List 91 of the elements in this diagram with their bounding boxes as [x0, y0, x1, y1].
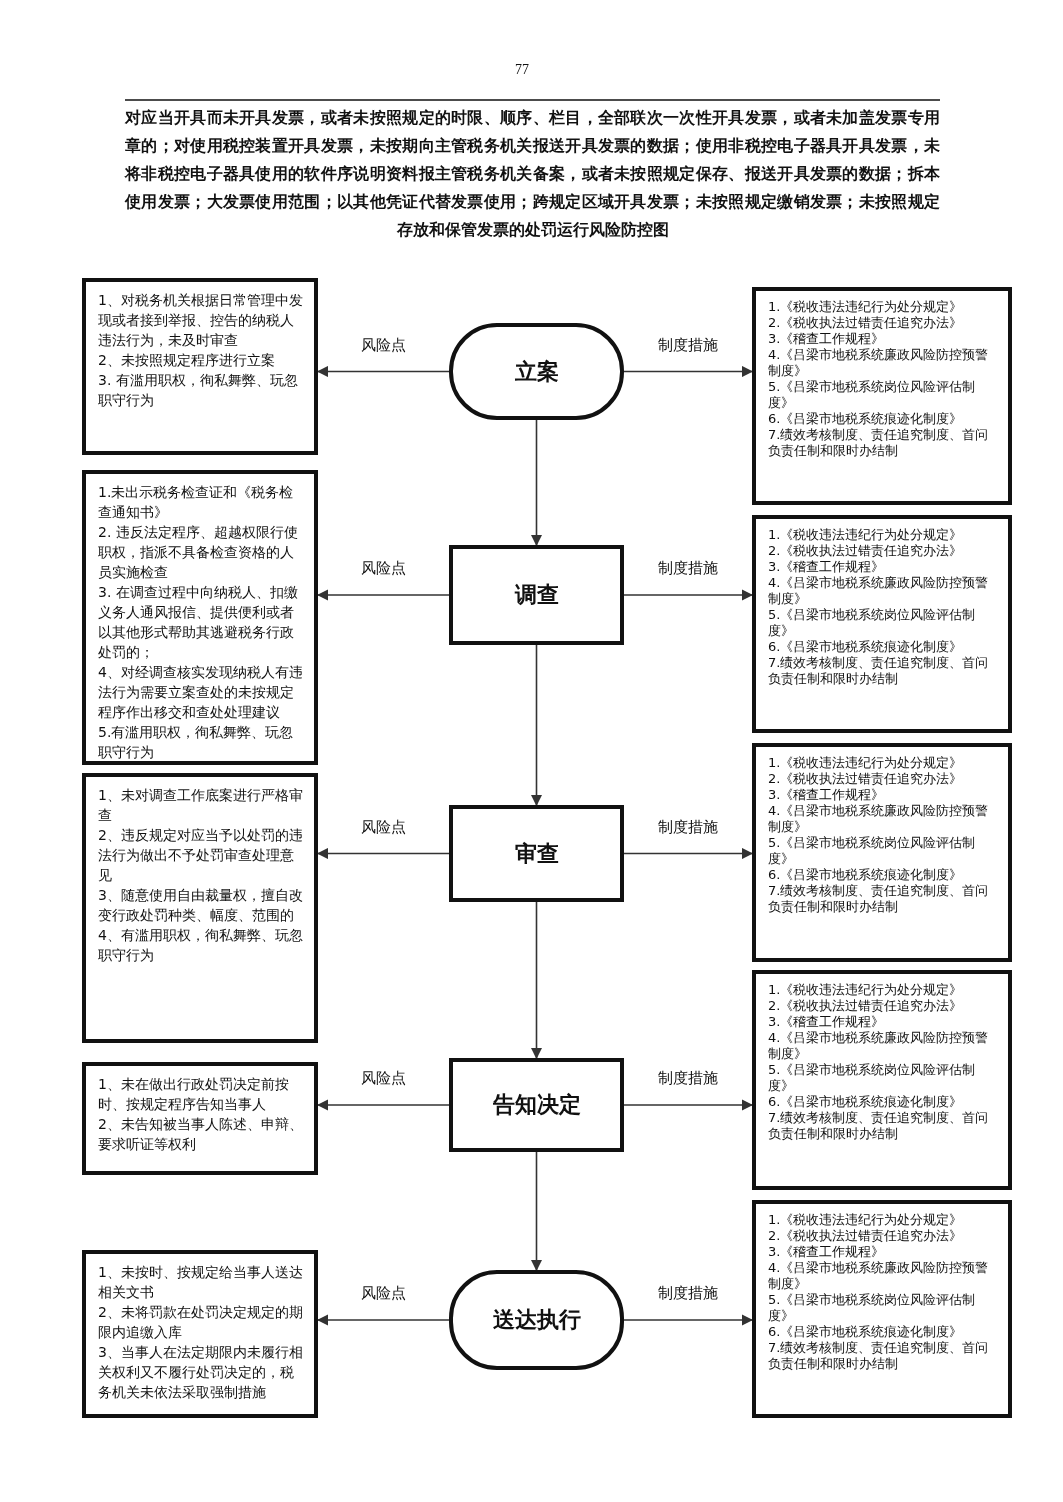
list-item: 7.绩效考核制度、责任追究制度、首问负责任制和限时办结制	[768, 1110, 990, 1142]
measures-box	[752, 1200, 1012, 1418]
risk-point-box	[82, 278, 318, 455]
list-item: 4.《吕梁市地税系统廉政风险防控预警制度》	[768, 803, 990, 835]
list-item: 5.有滥用职权，徇私舞弊、玩忽职守行为	[98, 723, 295, 762]
list-item: 4.《吕梁市地税系统廉政风险防控预警制度》	[768, 1030, 990, 1062]
measures-box	[752, 515, 1012, 733]
process-box	[449, 545, 624, 645]
list-item: 1.《税收违法违纪行为处分规定》	[768, 982, 964, 998]
list-item: 6.《吕梁市地税系统痕迹化制度》	[768, 411, 964, 427]
list-item: 2.《税收执法过错责任追究办法》	[768, 771, 964, 787]
list-item: 3. 有滥用职权，徇私舞弊、玩忽职守行为	[98, 371, 299, 410]
list-item: 7.绩效考核制度、责任追究制度、首问负责任制和限时办结制	[768, 427, 990, 459]
list-item: 1.未出示税务检查证和《税务检查通知书》	[98, 483, 295, 522]
list-item: 2、违反规定对应当予以处罚的违法行为做出不予处罚审查处理意见	[98, 826, 304, 885]
step-label: 告知决定	[492, 1091, 581, 1119]
arrow	[623, 847, 754, 860]
list-item: 1.《税收违法违纪行为处分规定》	[768, 1212, 964, 1228]
arrow	[530, 644, 543, 807]
edge-label: 风险点	[359, 1069, 408, 1088]
list-item: 7.绩效考核制度、责任追究制度、首问负责任制和限时办结制	[768, 655, 990, 687]
list-item: 7.绩效考核制度、责任追究制度、首问负责任制和限时办结制	[768, 1340, 990, 1372]
edge-label: 制度措施	[656, 559, 720, 578]
list-item: 3. 在调查过程中向纳税人、扣缴义务人通风报信、提供便利或者以其他形式帮助其逃避税务行政处罚的；	[98, 583, 299, 662]
arrow	[623, 365, 754, 378]
list-item: 5.《吕梁市地税系统岗位风险评估制度》	[768, 607, 977, 639]
process-box	[449, 805, 624, 902]
list-item: 7.绩效考核制度、责任追究制度、首问负责任制和限时办结制	[768, 883, 990, 915]
list-item: 4.《吕梁市地税系统廉政风险防控预警制度》	[768, 347, 990, 379]
arrow	[623, 589, 754, 601]
edge-label: 制度措施	[656, 817, 720, 837]
process-box	[449, 1058, 624, 1152]
list-item: 4、对经调查核实发现纳税人有违法行为需要立案查处的未按规定程序作出移交和查处处理建议	[98, 663, 304, 722]
list-item: 1、未对调查工作底案进行严格审查	[98, 786, 304, 825]
list-item: 6.《吕梁市地税系统痕迹化制度》	[768, 639, 964, 655]
list-item: 1、对税务机关根据日常管理中发现或者接到举报、控告的纳税人违法行为，未及时审查	[98, 291, 304, 350]
list-item: 6.《吕梁市地税系统痕迹化制度》	[768, 1324, 964, 1340]
list-item: 3.《稽查工作规程》	[768, 1014, 886, 1030]
edge-label: 制度措施	[656, 335, 720, 355]
step-label: 审查	[514, 839, 559, 868]
list-item: 6.《吕梁市地税系统痕迹化制度》	[768, 1094, 964, 1110]
list-item: 5.《吕梁市地税系统岗位风险评估制度》	[768, 1062, 977, 1094]
list-item: 3.《稽查工作规程》	[768, 1244, 886, 1260]
list-item: 3.《稽查工作规程》	[768, 787, 886, 803]
step-label: 立案	[514, 357, 559, 386]
list-item: 2、未按照规定程序进行立案	[98, 351, 276, 370]
list-item: 3.《稽查工作规程》	[768, 559, 886, 575]
step-label: 调查	[514, 581, 559, 609]
list-item: 2. 违反法定程序、超越权限行使职权，指派不具备检查资格的人员实施检查	[98, 523, 299, 582]
list-item: 3、当事人在法定期限内未履行相关权利又不履行处罚决定的，税务机关未依法采取强制措施	[98, 1343, 304, 1402]
step-label: 送达执行	[492, 1306, 581, 1334]
list-item: 2、未将罚款在处罚决定规定的期限内追缴入库	[98, 1303, 304, 1342]
list-item: 2.《税收执法过错责任追究办法》	[768, 315, 964, 331]
list-item: 2.《税收执法过错责任追究办法》	[768, 1228, 964, 1244]
page-number: 77	[515, 62, 529, 78]
list-item: 3、随意使用自由裁量权，擅自改变行政处罚种类、幅度、范围的	[98, 886, 304, 925]
edge-label: 制度措施	[656, 1069, 720, 1088]
list-item: 4.《吕梁市地税系统廉政风险防控预警制度》	[768, 575, 990, 607]
list-item: 3.《稽查工作规程》	[768, 331, 886, 347]
list-item: 5.《吕梁市地税系统岗位风险评估制度》	[768, 835, 977, 867]
edge-label: 风险点	[359, 817, 408, 837]
arrow	[623, 1314, 754, 1326]
edge-label: 制度措施	[656, 1284, 720, 1303]
list-item: 2、未告知被当事人陈述、申辩、要求听证等权利	[98, 1115, 304, 1154]
list-item: 1.《税收违法违纪行为处分规定》	[768, 299, 964, 315]
risk-point-box	[82, 1062, 318, 1175]
list-item: 4.《吕梁市地税系统廉政风险防控预警制度》	[768, 1260, 990, 1292]
list-item: 2.《税收执法过错责任追究办法》	[768, 998, 964, 1014]
list-item: 6.《吕梁市地税系统痕迹化制度》	[768, 867, 964, 883]
list-item: 1、未在做出行政处罚决定前按时、按规定程序告知当事人	[98, 1075, 290, 1114]
measures-box	[752, 970, 1012, 1190]
list-item: 1.《税收违法违纪行为处分规定》	[768, 755, 964, 771]
measures-box	[752, 287, 1012, 505]
list-item: 5.《吕梁市地税系统岗位风险评估制度》	[768, 1292, 977, 1324]
list-item: 1、未按时、按规定给当事人送达相关文书	[98, 1263, 304, 1302]
list-item: 1.《税收违法违纪行为处分规定》	[768, 527, 964, 543]
risk-point-box	[82, 470, 318, 765]
edge-label: 风险点	[359, 335, 408, 355]
arrow	[623, 1099, 754, 1111]
risk-point-box	[82, 1250, 318, 1418]
list-item: 4、有滥用职权，徇私舞弊、玩忽职守行为	[98, 926, 304, 965]
measures-box	[752, 743, 1012, 962]
arrow	[530, 901, 543, 1060]
diagram-title: 对应当开具而未开具发票，或者未按照规定的时限、顺序、栏目，全部联次一次性开具发票，或者未加盖发票专用章的；对使用税控装置开具发票，未按期向主管税务机关报送开具发票的数据；使用非税控电子器具开具发票，未将非税控电子器具使用的软件序说明资料报主管税务机关备案，或者未按照规定保存、报送开具发票的数据；拆本使用发票；大发票使用范围；以其他凭证代替发票使用；跨规定区域开具发票；未按照规定缴销发票；未按照规定存放和保管发票的处罚运行风险防控图	[125, 108, 940, 241]
risk-point-box	[82, 773, 318, 1043]
list-item: 2.《税收执法过错责任追究办法》	[768, 543, 964, 559]
edge-label: 风险点	[359, 1284, 408, 1303]
list-item: 5.《吕梁市地税系统岗位风险评估制度》	[768, 379, 977, 411]
arrow	[530, 1151, 543, 1272]
edge-label: 风险点	[359, 559, 408, 578]
arrow	[530, 419, 543, 547]
